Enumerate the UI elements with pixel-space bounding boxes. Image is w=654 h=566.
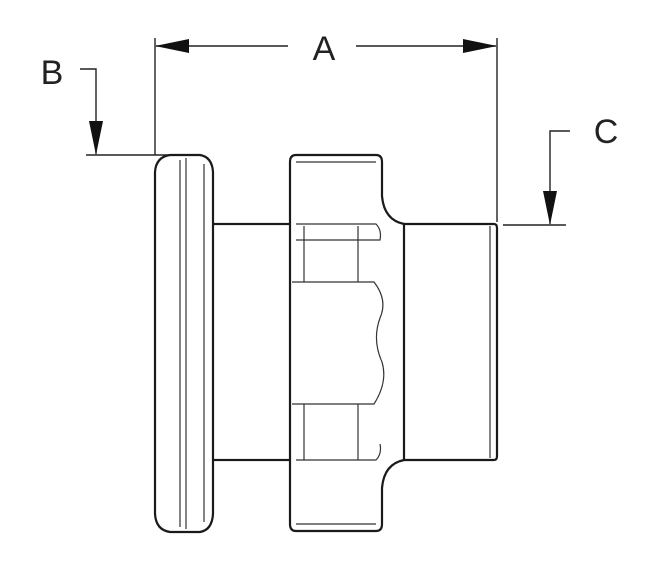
- dimension-c: C: [503, 113, 619, 226]
- dimension-a: A: [154, 30, 498, 222]
- threaded-end: [378, 222, 499, 462]
- dimension-b: B: [41, 54, 170, 156]
- label-b: B: [41, 54, 64, 92]
- label-c: C: [594, 113, 619, 151]
- label-a: A: [313, 30, 336, 68]
- leader-c: [543, 130, 570, 225]
- flange-head: [153, 153, 215, 534]
- shaft: [210, 222, 296, 462]
- fitting-part: [153, 153, 499, 534]
- hex-nut: [288, 153, 406, 533]
- leader-b: [80, 68, 103, 155]
